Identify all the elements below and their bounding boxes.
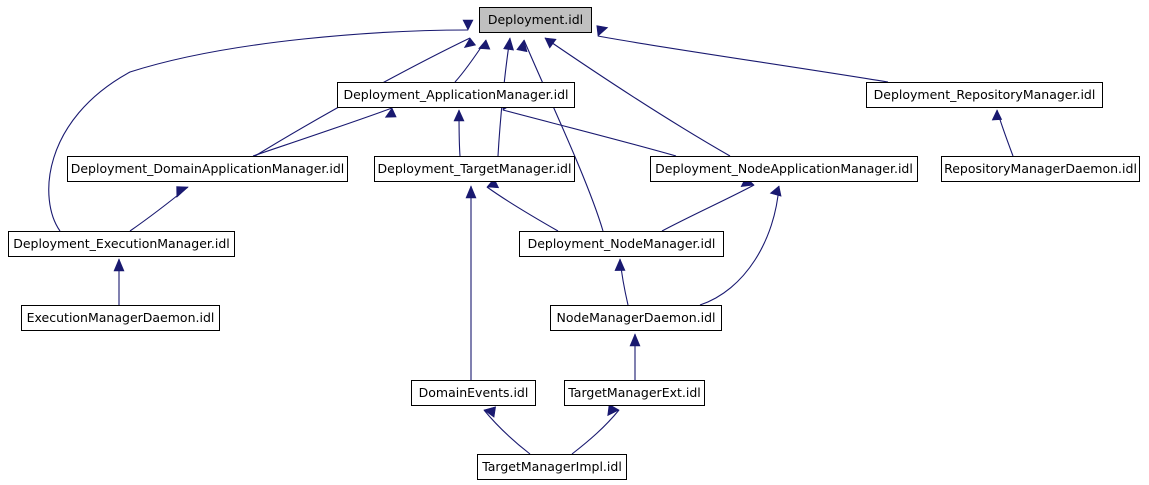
graph-edge-arrowhead [629, 333, 641, 347]
graph-edge-arrowhead [544, 37, 557, 49]
graph-node-node_application_manager[interactable]: Deployment_NodeApplicationManager.idl [650, 156, 918, 182]
graph-edge [571, 409, 620, 455]
graph-edge [252, 107, 393, 157]
graph-node-label: DomainEvents.idl [418, 384, 529, 400]
graph-edge-arrowhead [614, 258, 626, 271]
graph-node-label: Deployment.idl [487, 11, 584, 27]
graph-node-execution_manager_daemon[interactable]: ExecutionManagerDaemon.idl [21, 305, 220, 331]
graph-edge-arrowhead [483, 406, 497, 418]
graph-edge-arrowhead [607, 403, 620, 417]
graph-node-domain_events[interactable]: DomainEvents.idl [411, 380, 536, 406]
graph-node-target_manager_ext[interactable]: TargetManagerExt.idl [564, 380, 705, 406]
graph-edge [48, 29, 469, 232]
graph-node-label: RepositoryManagerDaemon.idl [944, 160, 1137, 176]
graph-node-node_manager_daemon[interactable]: NodeManagerDaemon.idl [550, 305, 722, 331]
graph-node-application_manager[interactable]: Deployment_ApplicationManager.idl [337, 82, 575, 108]
graph-node-label: NodeManagerDaemon.idl [556, 309, 716, 325]
graph-edge-arrowhead [462, 19, 474, 31]
graph-edge [544, 37, 731, 157]
graph-edge [597, 35, 889, 83]
graph-edge-arrowhead [453, 109, 465, 122]
graph-node-domain_application_manager[interactable]: Deployment_DomainApplicationManager.idl [67, 156, 348, 182]
graph-edge-arrowhead [113, 258, 125, 272]
graph-edge-arrowhead [478, 39, 491, 50]
graph-node-target_manager_impl[interactable]: TargetManagerImpl.idl [477, 454, 627, 480]
graph-node-label: TargetManagerImpl.idl [482, 458, 622, 474]
graph-node-label: Deployment_TargetManager.idl [377, 160, 572, 176]
graph-node-label: Deployment_ExecutionManager.idl [13, 235, 230, 251]
graph-node-label: TargetManagerExt.idl [568, 384, 701, 400]
graph-edge [661, 184, 755, 232]
graph-edge-arrowhead [176, 186, 189, 198]
graph-node-repository_manager_daemon[interactable]: RepositoryManagerDaemon.idl [941, 156, 1140, 182]
graph-edge [699, 185, 780, 306]
graph-node-label: Deployment_NodeApplicationManager.idl [655, 160, 913, 176]
graph-edge-arrowhead [465, 185, 477, 199]
graph-node-execution_manager[interactable]: Deployment_ExecutionManager.idl [8, 231, 235, 257]
graph-node-label: ExecutionManagerDaemon.idl [26, 309, 215, 325]
graph-edge-arrowhead [463, 37, 477, 48]
graph-edge-arrowhead [384, 107, 397, 118]
graph-edge-arrowhead [991, 109, 1003, 121]
graph-edge-arrowhead [503, 37, 514, 51]
graph-edge-arrowhead [769, 185, 782, 197]
graph-edge [502, 109, 677, 157]
graph-node-label: Deployment_DomainApplicationManager.idl [70, 160, 345, 176]
graph-node-deployment[interactable]: Deployment.idl [479, 7, 592, 33]
graph-node-repository_manager[interactable]: Deployment_RepositoryManager.idl [866, 82, 1103, 108]
graph-node-label: Deployment_NodeManager.idl [527, 235, 716, 251]
graph-edge-arrowhead [596, 25, 609, 37]
graph-node-target_manager[interactable]: Deployment_TargetManager.idl [374, 156, 575, 182]
graph-edge [483, 409, 531, 455]
graph-node-node_manager[interactable]: Deployment_NodeManager.idl [519, 231, 724, 257]
graph-node-label: Deployment_ApplicationManager.idl [343, 86, 569, 102]
graph-edge [523, 39, 604, 232]
graph-edge [486, 186, 559, 232]
graph-node-label: Deployment_RepositoryManager.idl [873, 86, 1096, 102]
graph-edge-arrowhead [486, 178, 500, 189]
graph-edge-arrowhead [516, 39, 528, 53]
